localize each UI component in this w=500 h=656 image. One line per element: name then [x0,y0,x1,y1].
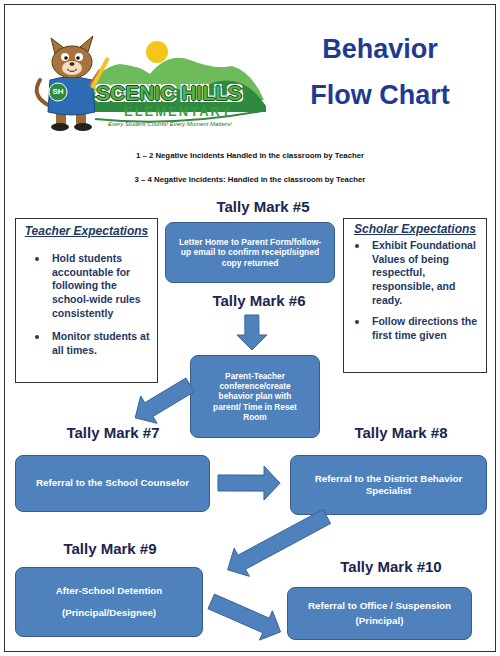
badge-letters: SH [49,87,67,97]
bullet-dot [35,335,39,339]
mascot-head [52,46,92,78]
mascot-shoe [51,123,69,131]
flow-arrow [218,466,280,500]
tally-heading: Tally Mark #6 [199,292,319,310]
process-box: Tally Mark #10Referral to Office / Suspe… [287,587,472,640]
mascot-pupil [76,56,80,60]
incident-note: 1 – 2 Negative Incidents Handled in the … [0,151,500,161]
mascot-nose [70,62,75,66]
box-text: Referral to the School Counselor [26,477,199,489]
page-frame [5,5,496,652]
process-box: Tally Mark #7Referral to the School Coun… [15,455,210,512]
mascot-muzzle [62,61,82,75]
mascot-eye [75,53,83,61]
box-text: After-School Detention [26,585,192,597]
expectations-heading: Teacher Expectations [16,224,157,238]
bullet-dot [355,320,359,324]
school-name: SCENIC HILLS [96,81,271,105]
bullet-dot [35,257,39,261]
tally-heading: Tally Mark #8 [341,424,461,442]
bullet-item: Hold students accountable for following … [30,252,155,320]
tally-heading: Tally Mark #9 [50,540,170,558]
tally-heading: Tally Mark #5 [203,198,323,216]
school-type: ELEMENTARY [124,104,264,119]
mascot-shirt [48,77,95,115]
bullet-text: Follow directions the first time given [372,315,484,342]
flow-arrow [237,315,267,350]
tally-heading: Tally Mark #10 [331,558,451,576]
box-text: Letter Home to Parent Form/follow-up ema… [175,237,325,269]
bullet-text: Hold students accountable for following … [52,252,155,320]
box-text: Parent-Teacher conference/create behavio… [213,371,297,423]
box-text: (Principal) [298,615,461,627]
tally-heading: Tally Mark #7 [53,424,173,442]
mascot-shoe [74,123,92,131]
flow-arrow [135,378,194,423]
incident-note: 3 – 4 Negative Incidents: Handled in the… [0,175,500,185]
bullet-text: Monitor students at all times. [52,330,155,357]
chart-title: Behavior Flow Chart [300,26,460,118]
box-text: Referral to Office / Suspension [298,600,461,612]
school-motto: Every Student Counts! Every Moment Matte… [108,120,268,128]
process-box: Tally Mark #9After-School Detention(Prin… [15,567,203,637]
mascot-mouth [67,69,77,72]
flow-arrow [208,594,281,640]
mascot-pupil [64,56,68,60]
bullet-item: Monitor students at all times. [30,330,155,357]
expectations-box: Scholar ExpectationsExhibit Foundational… [343,218,487,373]
process-box: Tally Mark #5Letter Home to Parent Form/… [165,222,335,283]
bullet-item: Exhibit Foundational Values of being res… [350,239,484,307]
box-text: Referral to the District Behavior Specia… [305,473,472,497]
bullet-text: Exhibit Foundational Values of being res… [372,239,484,307]
bullet-dot [355,244,359,248]
process-box: Tally Mark #6Parent-Teacher conference/c… [190,355,320,438]
logo-sun [146,41,168,63]
mascot-badge [49,83,67,101]
flow-arrow [228,509,331,576]
expectations-box: Teacher ExpectationsHold students accoun… [15,218,158,383]
process-box: Tally Mark #8Referral to the District Be… [290,455,487,515]
mascot-tail [37,80,50,106]
expectations-heading: Scholar Expectations [344,222,486,236]
bullet-item: Follow directions the first time given [350,315,484,342]
box-text: (Principal/Designee) [26,607,192,619]
mascot-eye [61,53,69,61]
bullet-list: Exhibit Foundational Values of being res… [350,239,484,342]
bullet-list: Hold students accountable for following … [30,252,155,357]
